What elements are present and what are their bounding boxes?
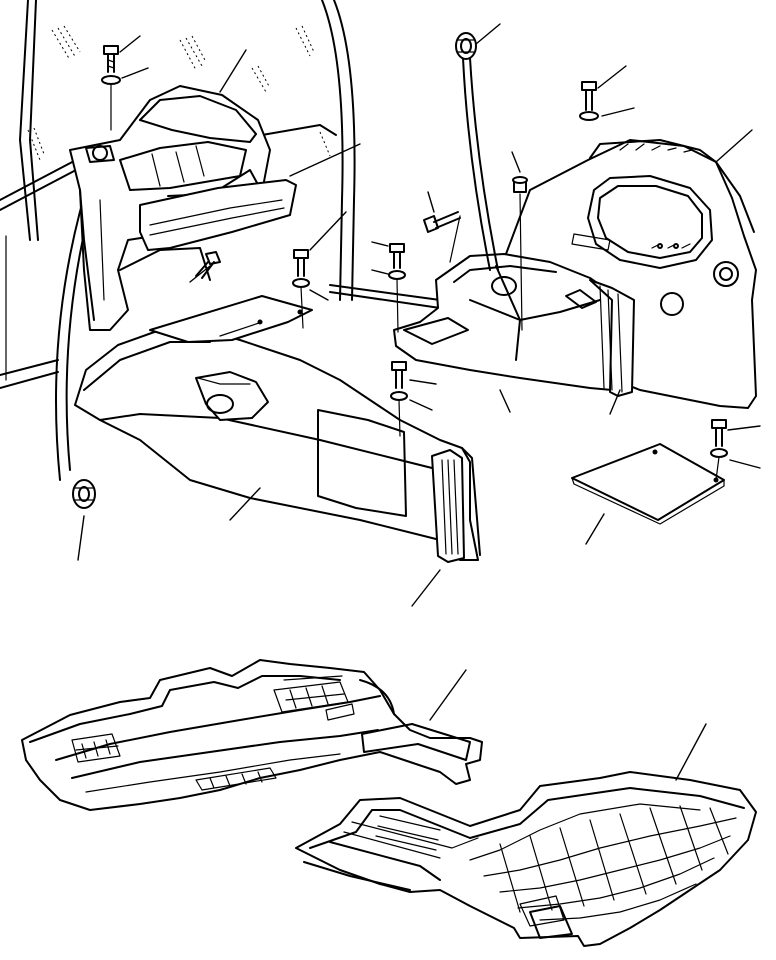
left-console-panel [139, 179, 297, 251]
centre-console [393, 253, 635, 397]
screw-tilted [423, 211, 461, 233]
bolt-mid-centre [388, 243, 406, 280]
glass-hatching [27, 25, 331, 161]
right-cover-plate [571, 443, 725, 525]
screw-centre [512, 176, 528, 193]
bolt-lower-centre [390, 361, 408, 401]
floor-mat-right [295, 771, 757, 947]
grommet-top [455, 32, 477, 60]
bolt-right [710, 419, 728, 458]
grommet-left [72, 479, 96, 509]
left-floor-plate [149, 295, 313, 343]
floor-mat-left [21, 659, 483, 811]
screw-panel [195, 251, 221, 279]
bolt-top-right [579, 81, 599, 121]
cable [462, 57, 499, 271]
fastener-axis-lines [110, 83, 720, 481]
bolt-mid-left [292, 249, 310, 288]
left-side-panel [74, 325, 481, 563]
bolt-top-left [101, 45, 121, 85]
callout-leaders [77, 23, 761, 781]
